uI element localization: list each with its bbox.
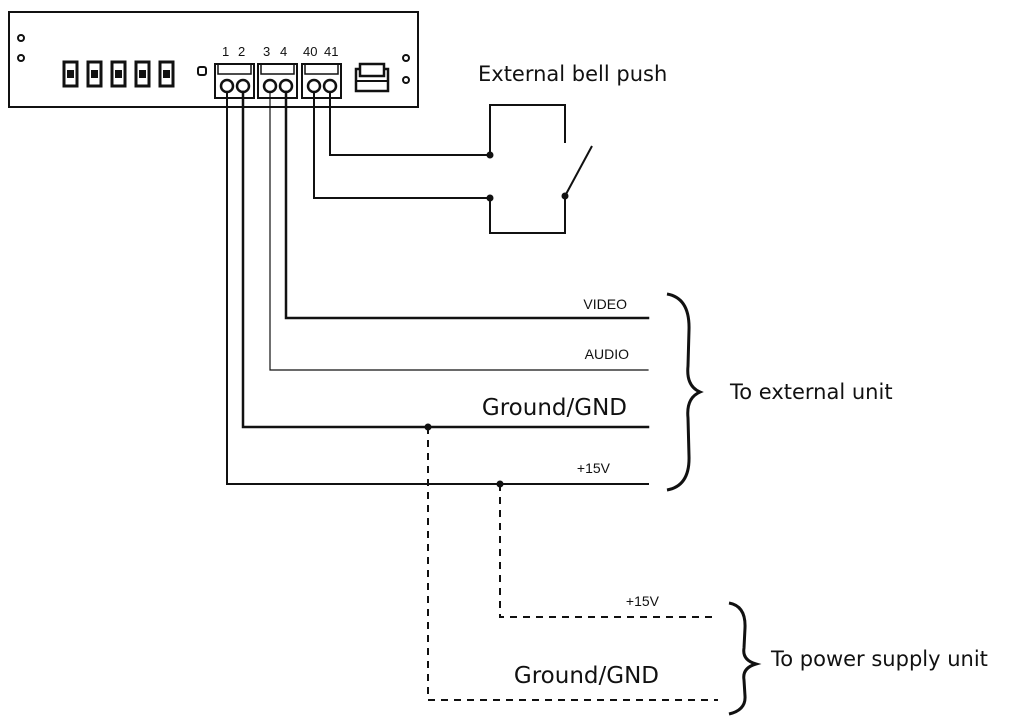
- bell-junction-top: [486, 151, 494, 159]
- bell-junction-bottom: [486, 194, 494, 202]
- dip-switch-4[interactable]: [134, 60, 151, 88]
- psu-label-plus15: +15V: [626, 593, 660, 609]
- terminal-label-3: 3: [263, 44, 270, 59]
- mount-hole-right-bottom: [402, 76, 410, 84]
- connector-socket: [354, 62, 390, 93]
- indicator-led: [197, 66, 207, 76]
- bell-push-wiring: [313, 91, 593, 234]
- monitor-device: 1 2 3 4 40 41: [8, 11, 419, 108]
- terminal-block-3-4: [257, 63, 298, 99]
- external-unit-label: To external unit: [729, 380, 893, 404]
- external-unit-brace: [666, 292, 704, 492]
- wire-label-video: VIDEO: [583, 296, 627, 312]
- terminal-label-2: 2: [238, 44, 245, 59]
- psu-label-ground: Ground/GND: [514, 663, 659, 689]
- power-supply-label: To power supply unit: [770, 647, 988, 671]
- terminal-label-40: 40: [303, 44, 317, 59]
- terminal-label-4: 4: [280, 44, 287, 59]
- bell-switch-contact: [564, 145, 593, 197]
- dip-switch-5[interactable]: [158, 60, 175, 88]
- terminal-label-1: 1: [222, 44, 229, 59]
- power-supply-brace: [728, 601, 762, 716]
- mount-hole-left-top: [17, 34, 25, 42]
- wire-label-ground: Ground/GND: [482, 395, 627, 421]
- dip-switch-bank[interactable]: [62, 60, 175, 88]
- wire-label-audio: AUDIO: [585, 346, 629, 362]
- power-supply-wiring: [427, 427, 718, 701]
- mount-hole-left-bottom: [17, 54, 25, 62]
- terminal-block-1-2: [214, 63, 255, 99]
- dip-switch-2[interactable]: [86, 60, 103, 88]
- bell-push-label: External bell push: [478, 62, 667, 86]
- terminal-label-41: 41: [324, 44, 338, 59]
- device-housing: [8, 11, 419, 108]
- terminal-block-40-41: [301, 63, 342, 99]
- dip-switch-1[interactable]: [62, 60, 79, 88]
- dip-switch-3[interactable]: [110, 60, 127, 88]
- wire-label-plus15: +15V: [577, 460, 611, 476]
- mount-hole-right-top: [402, 54, 410, 62]
- bell-switch-pivot: [561, 192, 569, 200]
- external-unit-wiring: [226, 90, 650, 488]
